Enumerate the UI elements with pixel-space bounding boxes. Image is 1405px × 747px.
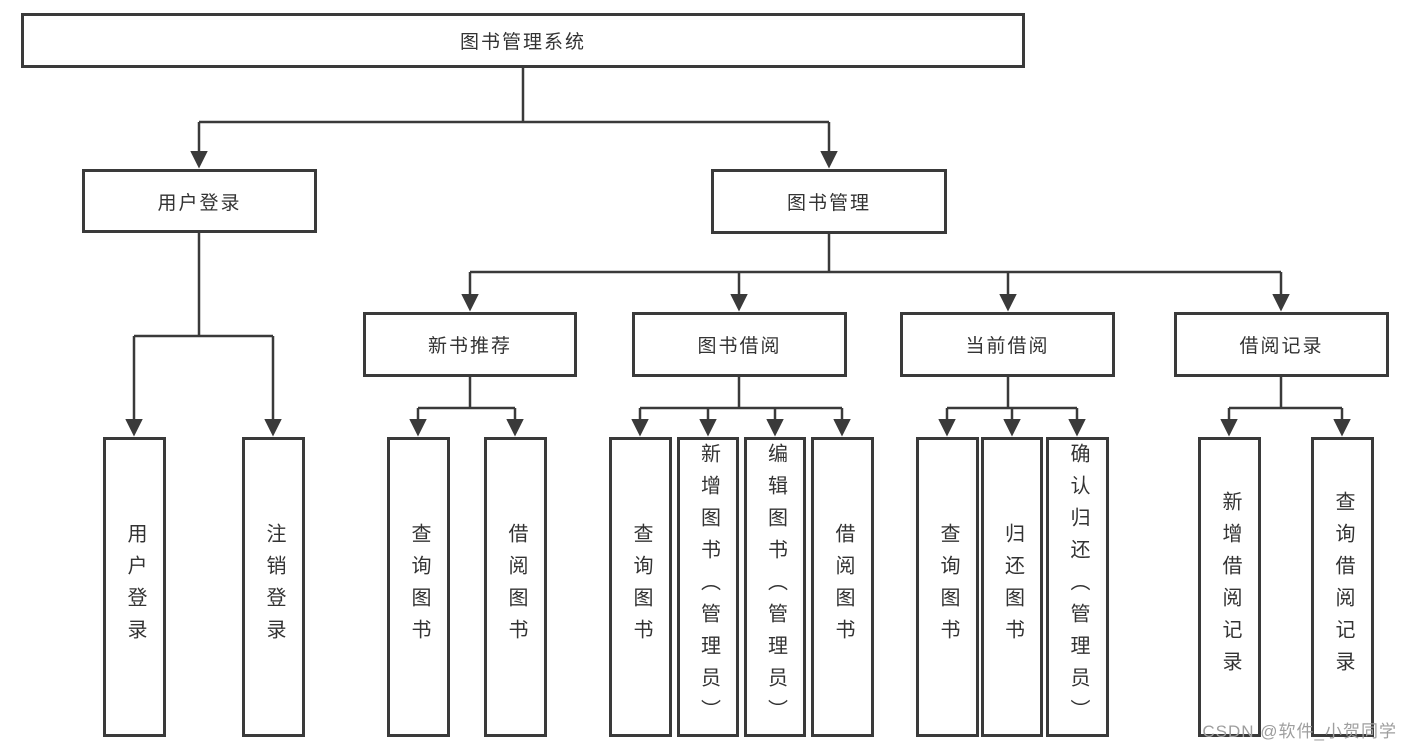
node-user-login: 用户登录 [82,169,317,233]
node-current-borrow: 当前借阅 [900,312,1115,377]
leaf-borrow-books: 借阅图书 [811,437,874,737]
leaf-query-books-recommend: 查询图书 [387,437,450,737]
leaf-label: 新增借阅记录 [1219,491,1241,683]
node-new-book-recommend: 新书推荐 [363,312,577,377]
leaf-label: 确认归还（管理员） [1067,443,1089,731]
csdn-watermark: CSDN @软件_小贺同学 [1202,722,1397,741]
leaf-return-books: 归还图书 [981,437,1043,737]
leaf-label: 查询图书 [937,523,959,651]
leaf-borrow-books-recommend: 借阅图书 [484,437,547,737]
node-label: 借阅记录 [1239,336,1324,357]
node-label: 新书推荐 [427,336,512,357]
leaf-label: 查询借阅记录 [1332,491,1354,683]
leaf-label: 归还图书 [1001,523,1024,651]
leaf-label: 借阅图书 [832,523,854,651]
leaf-label: 查询图书 [408,523,430,651]
node-borrow-records: 借阅记录 [1174,312,1389,377]
node-label: 当前借阅 [965,336,1050,357]
leaf-user-login: 用户登录 [103,437,166,737]
node-label: 图书管理 [786,193,871,214]
leaf-logout: 注销登录 [242,437,305,737]
leaf-add-borrow-record: 新增借阅记录 [1198,437,1261,737]
leaf-add-books-admin: 新增图书（管理员） [677,437,739,737]
leaf-label: 新增图书（管理员） [697,443,720,731]
leaf-query-books-current: 查询图书 [916,437,979,737]
leaf-label: 注销登录 [263,523,285,651]
leaf-label: 编辑图书（管理员） [764,443,787,731]
node-book-borrow: 图书借阅 [632,312,847,377]
leaf-query-borrow-record: 查询借阅记录 [1311,437,1374,737]
node-label: 图书管理系统 [459,32,586,53]
node-root-system: 图书管理系统 [21,13,1025,68]
node-label: 用户登录 [157,192,242,214]
leaf-label: 借阅图书 [505,523,527,651]
leaf-label: 查询图书 [630,523,652,651]
node-label: 图书借阅 [697,336,782,357]
node-book-management: 图书管理 [711,169,947,234]
leaf-label: 用户登录 [124,523,146,651]
leaf-confirm-return-admin: 确认归还（管理员） [1046,437,1109,737]
leaf-query-books-borrow: 查询图书 [609,437,672,737]
leaf-edit-books-admin: 编辑图书（管理员） [744,437,806,737]
